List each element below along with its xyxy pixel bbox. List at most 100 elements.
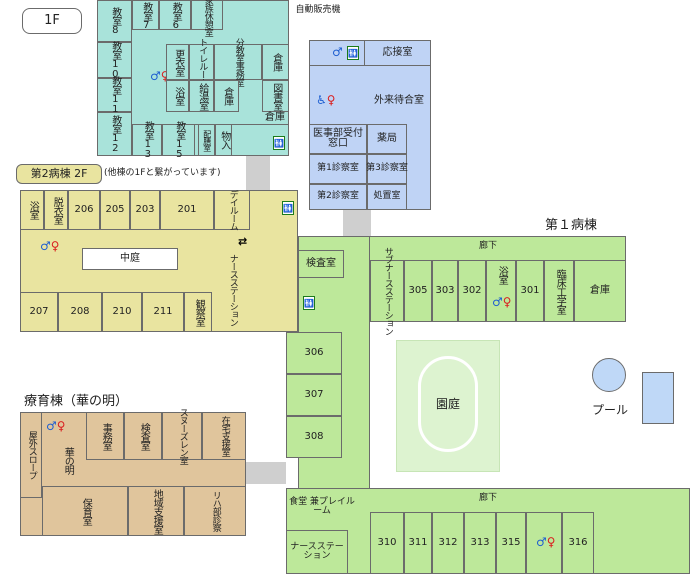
label-yoku-w1: 浴室 <box>496 266 508 284</box>
toilet-icon-w1: 🚻 <box>303 296 315 310</box>
room-313 <box>464 512 496 574</box>
room-306 <box>286 332 342 374</box>
room-kazoku <box>191 0 223 30</box>
accessible-icon: ♿♀ <box>316 93 336 107</box>
label-kensa-ry: 検査室 <box>138 422 150 450</box>
room-303 <box>432 260 458 322</box>
label-kyuto: 給湯室 <box>196 82 208 110</box>
label-316: 316 <box>568 536 588 548</box>
room-311 <box>404 512 432 574</box>
room-203 <box>130 190 160 230</box>
room-kansatsu <box>184 292 212 332</box>
label-vending: 自動販売機 <box>295 5 341 16</box>
label-datsui: 脱衣室 <box>51 196 63 224</box>
label-chiiki: 地域支援室 <box>151 488 163 534</box>
room-uketsuke <box>309 124 367 154</box>
restroom-icon: ♂♀ <box>150 69 170 83</box>
label-toilet: トイレルーム <box>197 38 208 86</box>
restroom-icon-w1: ♂♀ <box>492 295 512 309</box>
room-210 <box>102 292 142 332</box>
label-kyoshitsu11: 教室11 <box>109 76 121 114</box>
room-shinsatsu2 <box>309 184 367 210</box>
room-kyoshitsu7 <box>132 0 159 30</box>
room-shien <box>202 412 246 460</box>
room-seishoku <box>198 124 215 156</box>
room-kyoshitsu11 <box>97 78 132 112</box>
label-day: デイルーム <box>227 190 238 230</box>
room-jimu <box>86 412 124 460</box>
label-hana: 華の明 <box>62 446 74 474</box>
label-seishoku: 配膳室 <box>202 129 212 151</box>
room-shinsatsu3 <box>367 154 407 184</box>
room-kensa-w1 <box>298 250 344 278</box>
room-soko-w1 <box>574 260 626 322</box>
room-205 <box>100 190 130 230</box>
label-uketsuke: 医事部受付窓口 <box>313 127 363 149</box>
label-pool: プール <box>591 402 628 417</box>
room-toilet <box>189 44 214 80</box>
ryoiku-title: 療育棟（華の明） <box>24 394 129 409</box>
ward2-note: (他棟の1Fと繋がっています) <box>104 168 221 179</box>
room-yoku-w1 <box>486 260 516 322</box>
room-yokushitsu <box>166 80 189 112</box>
label-snoezelen: スヌーズレン室 <box>177 408 188 464</box>
label-308: 308 <box>304 430 324 442</box>
label-303: 303 <box>435 284 455 296</box>
label-shinsatsu1: 第1診察室 <box>317 163 359 174</box>
ward2-title: 第2病棟 2F <box>30 167 88 181</box>
room-shinsatsu1 <box>309 154 367 184</box>
label-206: 206 <box>74 203 94 215</box>
room-kyoshitsu15 <box>162 124 195 156</box>
room-307 <box>286 374 342 416</box>
label-yoku-w2: 浴室 <box>27 201 39 219</box>
label-soko-right: 倉庫 <box>265 111 285 123</box>
room-wc-bottom <box>526 512 562 574</box>
room-kyoshitsu8 <box>97 0 132 42</box>
label-slope: 屋外スロープ <box>26 431 37 479</box>
label-205: 205 <box>105 203 125 215</box>
label-soko-top: 倉庫 <box>270 53 282 71</box>
room-206 <box>68 190 100 230</box>
label-312: 312 <box>438 536 458 548</box>
label-corridor-top: 廊下 <box>478 241 497 252</box>
label-310: 310 <box>377 536 397 548</box>
label-rihabu: リハ部診察 <box>210 491 221 531</box>
label-buppin: 物入 <box>218 131 230 149</box>
label-reception: 応接室 <box>382 46 413 58</box>
room-rinsho <box>544 260 574 322</box>
label-313: 313 <box>470 536 490 548</box>
room-kyoshitsu10 <box>97 42 132 78</box>
floor-label: 1F <box>44 13 60 29</box>
room-reception <box>364 40 431 66</box>
label-rinsho: 臨床工学室 <box>554 268 566 314</box>
room-slope <box>20 412 42 498</box>
passage-blue <box>343 210 371 238</box>
restroom-icon-blue: ♂ <box>332 45 343 59</box>
label-301: 301 <box>520 284 540 296</box>
label-station-w1: ナースステーション <box>290 541 344 561</box>
room-bunkyo <box>214 44 262 80</box>
room-toshoshitsu <box>262 80 289 112</box>
label-307: 307 <box>304 388 324 400</box>
label-203: 203 <box>135 203 155 215</box>
label-sub-station: サブナースステーション <box>382 247 393 335</box>
room-sub-station <box>370 260 404 322</box>
label-garden: 中庭 <box>120 252 140 264</box>
room-312 <box>432 512 464 574</box>
room-chiiki <box>128 486 184 536</box>
room-shochi <box>367 184 407 210</box>
passage-ryoiku <box>246 462 286 484</box>
label-305: 305 <box>408 284 428 296</box>
label-311: 311 <box>408 536 428 548</box>
label-kyoshitsu13: 教室13 <box>142 121 154 159</box>
arrow-icon-w2: ⇄ <box>238 235 248 248</box>
label-201: 201 <box>177 203 197 215</box>
room-hoiku <box>42 486 128 536</box>
room-315 <box>496 512 526 574</box>
room-316 <box>562 512 594 574</box>
label-kyoshitsu8: 教室8 <box>109 7 121 35</box>
label-station-w2: ナースステーション <box>227 254 238 326</box>
ward1-title: 第１病棟 <box>545 218 598 233</box>
room-station-w1 <box>286 530 348 574</box>
toilet-icon-w2: 🚻 <box>282 201 294 215</box>
